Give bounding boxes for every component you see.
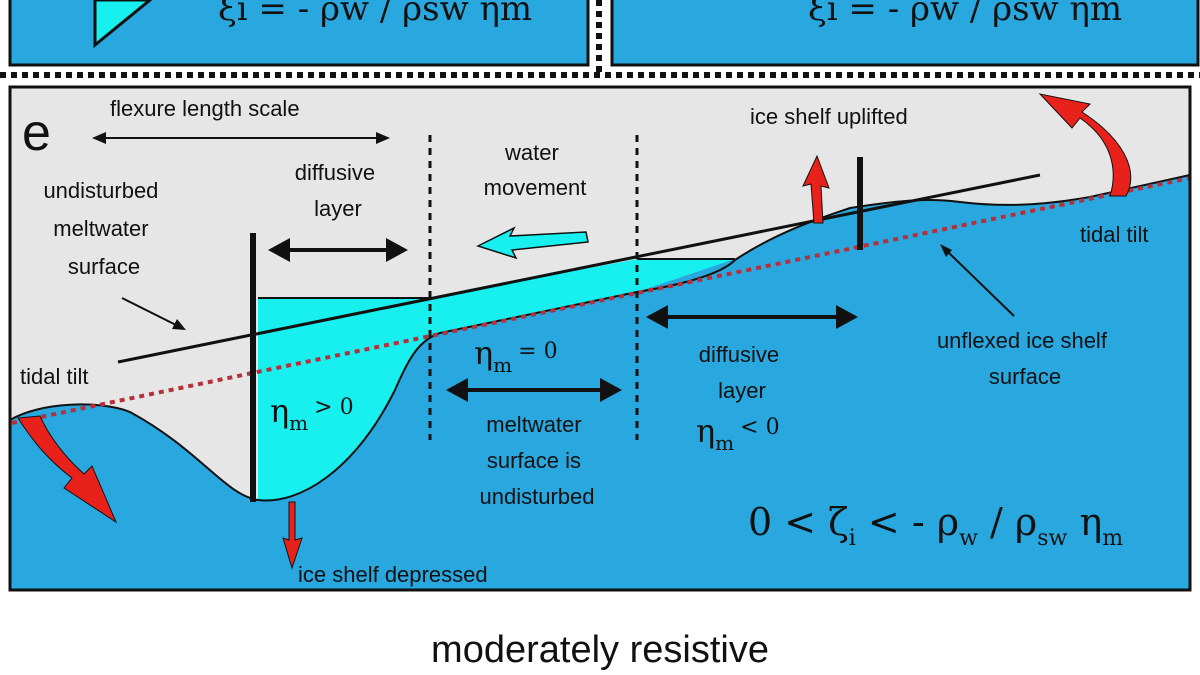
diffusive-left-arrow [268, 238, 408, 262]
uplift-arrow [802, 154, 830, 224]
diffusive-left-label: diffusive layer [295, 160, 381, 221]
undisturbed-meltwater-line [117, 173, 1041, 364]
top-right-panel: ξi = - ρw / ρsw ηm [610, 0, 1200, 67]
caption: moderately resistive [431, 629, 769, 671]
unflexed-pointer [940, 244, 1015, 317]
diffusive-right-arrow [646, 305, 858, 329]
eta-negative-label: ηm< 0 [696, 412, 780, 455]
panel-formula: 0 < ζi < - ρw / ρsw ηm [748, 500, 1123, 551]
tidal-tilt-line [11, 176, 1191, 425]
flexure-length-scale-label: flexure length scale [110, 96, 300, 121]
top-left-formula: ξi = - ρw / ρsw ηm [218, 0, 532, 29]
depress-arrow [282, 501, 303, 570]
eta-zero-label: ηm= 0 [474, 334, 558, 377]
undisturbed-pointer [121, 297, 186, 330]
diffusive-right-label: diffusive layer [699, 342, 785, 403]
tidal-uplift-arrow [1038, 93, 1132, 197]
meltwater-wedge [430, 259, 735, 333]
meltwater-undisturbed-label: meltwater surface is undisturbed [480, 412, 595, 509]
water-movement-arrow [476, 226, 589, 260]
panel-e: e flexure length scale undisturbed meltw… [8, 85, 1192, 592]
ice-shelf-uplifted-label: ice shelf uplifted [750, 104, 908, 129]
meltwater-wedge-top [93, 0, 153, 49]
panel-letter: e [22, 104, 51, 162]
tidal-tilt-right-label: tidal tilt [1080, 222, 1148, 247]
meltwater-pool-left [258, 298, 440, 501]
ice-shelf-surface-outline [9, 174, 1191, 502]
center-double-arrow [446, 378, 622, 402]
water-movement-label: water movement [484, 140, 587, 200]
tidal-depress-arrow [17, 415, 118, 524]
ice-shelf-depressed-label: ice shelf depressed [298, 562, 488, 587]
eta-positive-label: ηm> 0 [270, 392, 354, 435]
flexure-length-arrow [92, 132, 390, 144]
undisturbed-label: undisturbed meltwater surface [43, 178, 164, 279]
top-right-formula: ξi = - ρw / ρsw ηm [808, 0, 1122, 29]
top-left-panel: ξi = - ρw / ρsw ηm [8, 0, 590, 67]
unflexed-label: unflexed ice shelf surface [937, 328, 1113, 389]
tidal-tilt-left-label: tidal tilt [20, 364, 88, 389]
